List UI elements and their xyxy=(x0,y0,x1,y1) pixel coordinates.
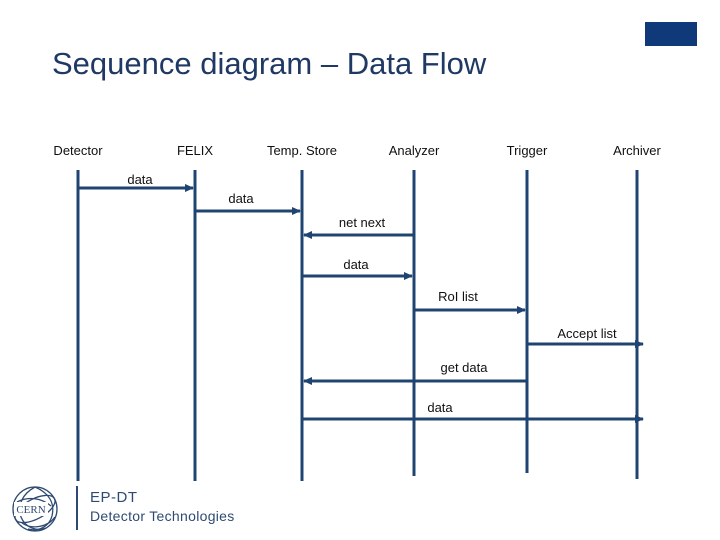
cern-logo-icon: CERN xyxy=(12,486,58,532)
footer-branding: CERN EP-DT Detector Technologies xyxy=(8,480,308,538)
message-label-m2: data xyxy=(228,191,254,206)
message-label-m8: data xyxy=(427,400,453,415)
message-label-m6: Accept list xyxy=(557,326,617,341)
participant-label-felix: FELIX xyxy=(176,143,214,158)
participant-label-trigger: Trigger xyxy=(506,143,548,158)
lifelines-group xyxy=(76,170,639,481)
message-arrows-group xyxy=(78,184,644,423)
message-label-m1: data xyxy=(127,172,153,187)
footer-text-block: EP-DT Detector Technologies xyxy=(90,488,235,526)
cern-logo-text: CERN xyxy=(16,504,45,516)
participant-label-analyzer: Analyzer xyxy=(388,143,440,158)
message-label-m7: get data xyxy=(440,360,488,375)
footer-subtitle: Detector Technologies xyxy=(90,508,235,524)
page-title: Sequence diagram – Data Flow xyxy=(52,46,487,81)
message-label-m5: RoI list xyxy=(438,289,478,304)
participant-label-archiver: Archiver xyxy=(613,143,661,158)
participant-label-temp-store: Temp. Store xyxy=(266,143,338,158)
footer-department: EP-DT xyxy=(90,489,138,506)
message-label-m4: data xyxy=(343,257,369,272)
footer-divider xyxy=(76,486,78,530)
participant-label-detector: Detector xyxy=(53,143,103,158)
message-label-m3: net next xyxy=(338,215,386,230)
corner-accent-block xyxy=(645,22,697,46)
